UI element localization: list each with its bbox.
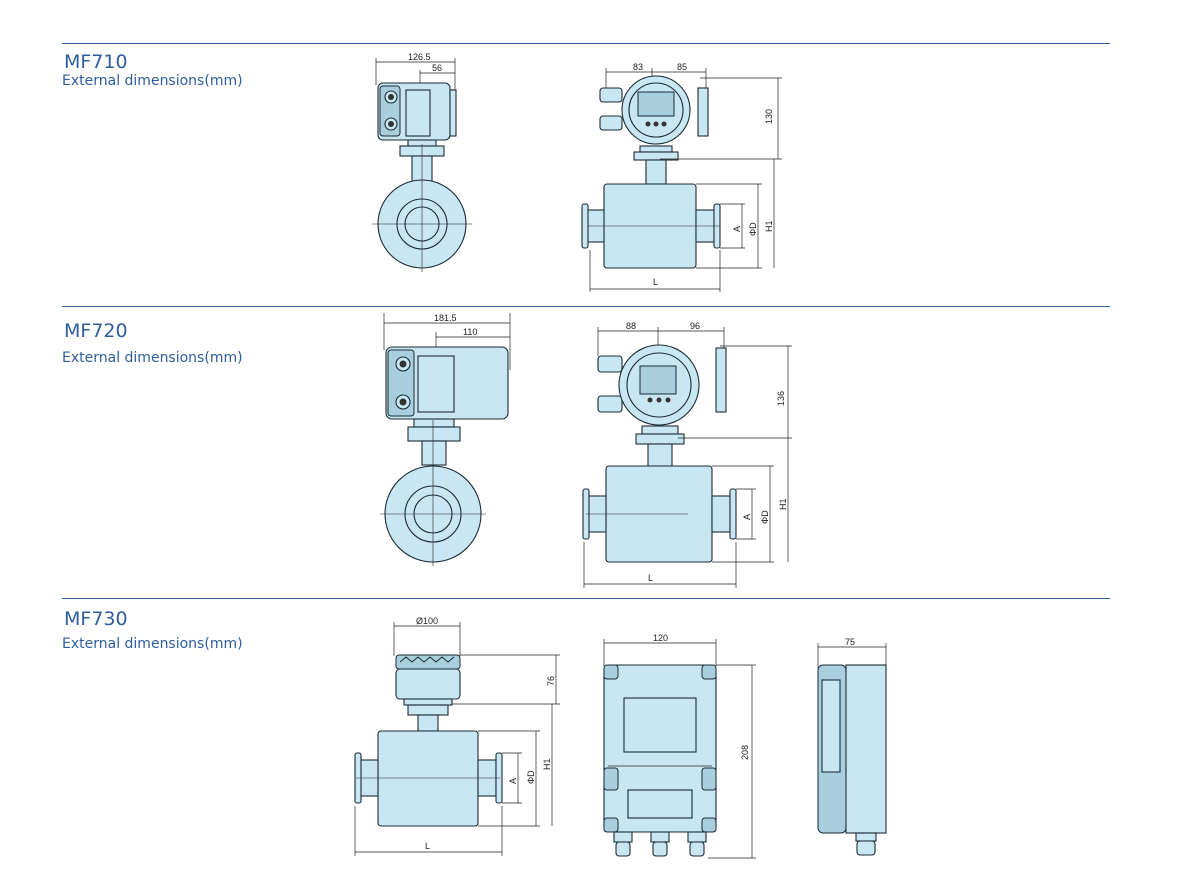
mf730-dim-d: ΦD [526,770,536,784]
mf730-dim-height-head: 76 [546,676,556,686]
mf710-dim-height-head: 130 [764,109,774,124]
mf710-dim-d: ΦD [748,222,758,236]
mf720-dim-h1: H1 [778,498,788,510]
mf710-dim-right: 85 [677,62,687,72]
subtitle-mf710: External dimensions(mm) [62,73,243,89]
mf730-dim-h1: H1 [542,758,552,770]
section-divider-mf730 [62,598,1110,599]
mf720-dim-a: A [742,514,752,520]
mf730-sensor-view: Ø100 76 A ΦD H1 L [354,616,560,856]
mf710-dim-h1: H1 [764,220,774,232]
mf720-dim-width-head: 110 [463,327,477,337]
mf720-side-view: 181.5 110 [380,313,511,566]
model-title-mf710: MF710 [64,51,128,73]
subtitle-mf720: External dimensions(mm) [62,350,243,366]
mf720-dim-right: 96 [690,321,700,331]
mf710-dim-width-total: 126.5 [408,52,431,62]
mf730-converter-side-view: 75 [817,637,887,856]
mf730-dim-a: A [508,778,518,784]
section-divider-mf720 [62,306,1110,307]
mf710-dim-l: L [653,277,658,287]
mf730-dim-box-depth: 75 [845,637,855,647]
mf730-dim-box-height: 208 [740,745,750,760]
mf730-dim-box-width: 120 [653,633,668,643]
model-title-mf730: MF730 [64,608,128,630]
mf720-dim-width-total: 181.5 [434,313,457,323]
mf710-dim-width-head: 56 [432,63,442,73]
mf710-dim-left: 83 [633,62,643,72]
mf720-dim-left: 88 [626,321,636,331]
mf730-converter-front-view: 120 208 [603,633,756,859]
model-title-mf720: MF720 [64,320,128,342]
mf730-dim-l: L [425,841,430,851]
mf730-dim-dia: Ø100 [416,616,438,626]
mf710-side-view: 126.5 56 [372,52,472,272]
mf710-dim-a: A [732,226,742,232]
mf710-front-view: 83 85 130 A ΦD H1 L [581,62,782,292]
mf720-front-view: 88 96 136 A ΦD H1 L [582,321,792,588]
mf720-dim-d: ΦD [760,510,770,524]
section-divider-mf710 [62,43,1110,44]
subtitle-mf730: External dimensions(mm) [62,636,243,652]
mf720-dim-height-head: 136 [776,391,786,406]
mf720-dim-l: L [648,573,653,583]
